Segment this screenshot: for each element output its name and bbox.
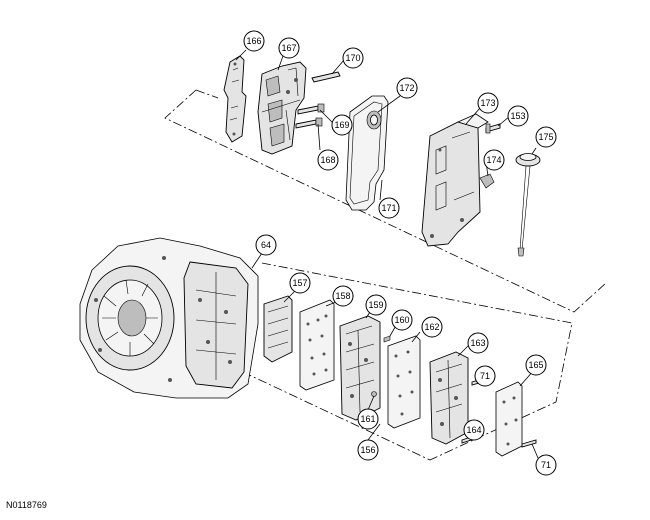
callout-157: 157 <box>289 272 311 294</box>
callout-label: 158 <box>335 291 350 301</box>
callout-173: 173 <box>477 92 499 114</box>
callout-153: 153 <box>507 105 529 127</box>
valve-body-163 <box>429 351 469 445</box>
callout-166: 166 <box>243 30 265 52</box>
callout-label: 64 <box>261 240 271 250</box>
callout-label: 160 <box>394 315 409 325</box>
callout-label: 172 <box>399 83 414 93</box>
callout-163: 163 <box>467 332 489 354</box>
callout-169: 169 <box>331 114 353 136</box>
callout-label: 173 <box>480 98 495 108</box>
callout-162: 162 <box>421 316 443 338</box>
callout-174: 174 <box>483 149 505 171</box>
callout-159: 159 <box>365 294 387 316</box>
dipstick-175 <box>515 153 541 257</box>
pin-170 <box>311 71 341 83</box>
callout-label: 170 <box>345 53 360 63</box>
callout-label: 162 <box>424 322 439 332</box>
callout-164: 164 <box>463 419 485 441</box>
callout-label: 156 <box>360 445 375 455</box>
callout-label: 171 <box>381 203 396 213</box>
callout-label: 165 <box>528 360 543 370</box>
callout-168: 168 <box>317 149 339 171</box>
callout-label: 161 <box>360 414 375 424</box>
seal-172 <box>366 110 382 130</box>
screw-160 <box>383 335 391 343</box>
callout-label: 175 <box>538 132 553 142</box>
figure-reference-code: N0118769 <box>6 500 47 510</box>
callout-172: 172 <box>396 77 418 99</box>
upper-assembly-outline <box>164 89 607 313</box>
bracket-166 <box>223 55 247 143</box>
callout-label: 153 <box>510 111 525 121</box>
bolt-153 <box>485 123 501 134</box>
lower-assembly-outline <box>242 262 573 461</box>
leader-lines <box>235 49 539 459</box>
callout-171: 171 <box>378 197 400 219</box>
callout-label: 71 <box>541 460 551 470</box>
callout-161: 161 <box>357 408 379 430</box>
callout-label: 163 <box>470 338 485 348</box>
callout-label: 157 <box>292 278 307 288</box>
valve-body-159 <box>339 315 381 421</box>
callout-167: 167 <box>278 37 300 59</box>
callout-label: 168 <box>320 155 335 165</box>
plate-157 <box>263 295 293 363</box>
bolts-168-169 <box>295 103 325 129</box>
case-64 <box>79 237 259 399</box>
callout-label: 174 <box>486 155 501 165</box>
callout-label: 169 <box>334 120 349 130</box>
callout-156: 156 <box>357 439 379 461</box>
plate-165 <box>495 381 523 457</box>
callout-71-lower: 71 <box>535 454 557 476</box>
cover-173 <box>421 113 489 247</box>
gasket-171 <box>345 95 389 211</box>
callout-160: 160 <box>391 309 413 331</box>
callout-71-upper: 71 <box>474 365 496 387</box>
callout-label: 159 <box>368 300 383 310</box>
callout-label: 164 <box>466 425 481 435</box>
callout-175: 175 <box>535 126 557 148</box>
callout-158: 158 <box>332 285 354 307</box>
callout-label: 166 <box>246 36 261 46</box>
part-161 <box>371 391 377 397</box>
separator-plate-162 <box>387 335 421 429</box>
sensor-body-167 <box>257 61 307 155</box>
fitting-174 <box>479 173 495 189</box>
callout-label: 167 <box>281 43 296 53</box>
callout-label: 71 <box>480 371 490 381</box>
callout-165: 165 <box>525 354 547 376</box>
callout-170: 170 <box>342 47 364 69</box>
callout-64: 64 <box>255 234 277 256</box>
separator-plate-158 <box>299 299 335 391</box>
